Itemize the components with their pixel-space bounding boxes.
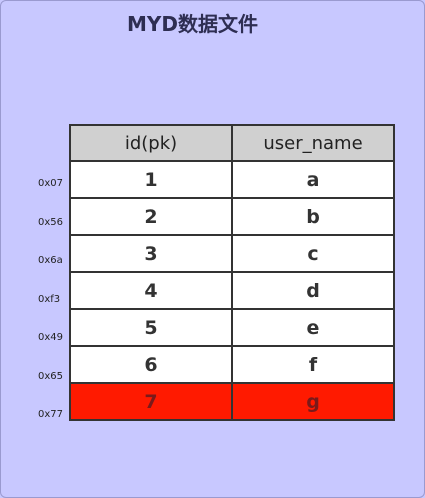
- cell-user-name: e: [231, 308, 395, 347]
- table-row-highlighted: 7 g: [69, 382, 395, 421]
- cell-user-name: g: [231, 382, 395, 421]
- table-row: 2 b: [69, 197, 395, 236]
- page-title: MYD数据文件: [127, 12, 258, 36]
- cell-id: 6: [69, 345, 233, 384]
- row-offset-label: 0xf3: [38, 293, 61, 305]
- cell-id: 5: [69, 308, 233, 347]
- column-header-user-name: user_name: [231, 124, 395, 162]
- cell-user-name: a: [231, 160, 395, 199]
- header-row: id(pk) user_name: [69, 124, 395, 162]
- cell-user-name: b: [231, 197, 395, 236]
- cell-id: 7: [69, 382, 233, 421]
- cell-id: 2: [69, 197, 233, 236]
- cell-user-name: f: [231, 345, 395, 384]
- offset-labels: 0x07 0x56 0x6a 0xf3 0x49 0x65 0x77: [38, 162, 68, 432]
- row-offset-label: 0x07: [38, 178, 64, 189]
- table-row: 4 d: [69, 271, 395, 310]
- column-header-id: id(pk): [69, 124, 233, 162]
- table-row: 1 a: [69, 160, 395, 199]
- table-row: 6 f: [69, 345, 395, 384]
- cell-id: 4: [69, 271, 233, 310]
- table-row: 5 e: [69, 308, 395, 347]
- data-table: id(pk) user_name 1 a 2 b 3 c 4 d 5 e 6 f: [69, 124, 395, 421]
- row-offset-label: 0x77: [38, 409, 64, 420]
- row-offset-label: 0x49: [38, 332, 64, 343]
- row-offset-label: 0x65: [38, 370, 64, 382]
- table-row: 3 c: [69, 234, 395, 273]
- cell-user-name: c: [231, 234, 395, 273]
- row-offset-label: 0x56: [38, 216, 64, 228]
- cell-id: 1: [69, 160, 233, 199]
- cell-user-name: d: [231, 271, 395, 310]
- cell-id: 3: [69, 234, 233, 273]
- row-offset-label: 0x6a: [38, 255, 63, 266]
